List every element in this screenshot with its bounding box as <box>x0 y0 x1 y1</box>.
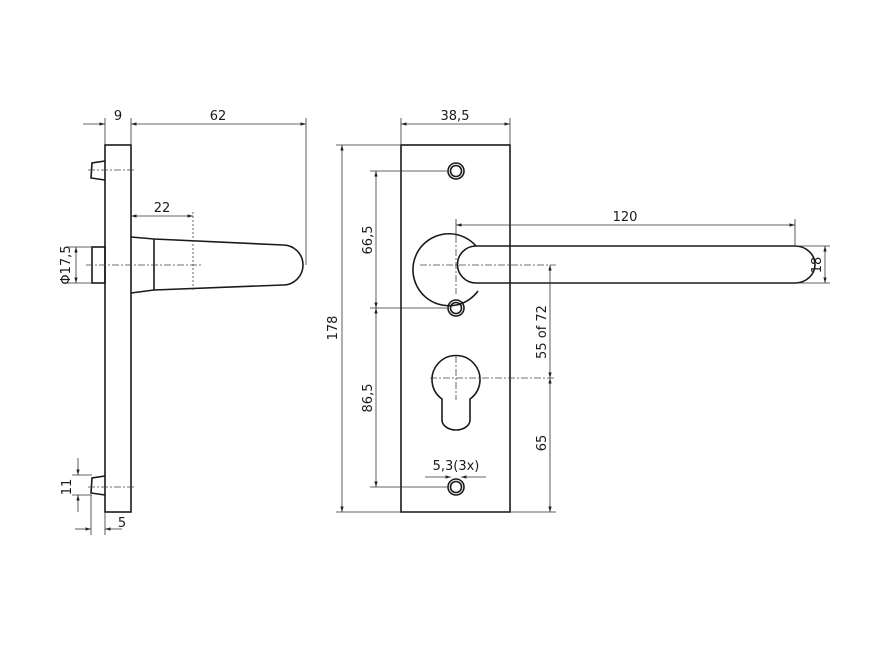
screw-hole-bottom <box>447 478 465 496</box>
cylinder-hole <box>431 354 481 431</box>
dim-lever-length: 120 <box>613 210 638 225</box>
screw-hole-middle <box>447 299 465 317</box>
dim-pin-height: 11 <box>60 479 75 496</box>
side-plate <box>104 144 132 513</box>
dim-projection: 62 <box>210 109 227 124</box>
dim-hole-size: 5,3(3x) <box>433 459 480 474</box>
screw-hole-top <box>447 162 465 180</box>
dim-neck: 22 <box>154 201 171 216</box>
dim-plate-thickness: 9 <box>114 109 122 124</box>
side-view: 9 62 22 Φ17,5 11 5 <box>59 109 307 535</box>
dim-upper-holes: 66,5 <box>361 226 376 255</box>
dim-plate-width: 38,5 <box>441 109 470 124</box>
dim-backset: 55 of 72 <box>535 305 550 359</box>
dim-rose-diameter: Φ17,5 <box>59 245 74 284</box>
dim-lower-holes: 86,5 <box>361 384 376 413</box>
lever <box>456 245 816 284</box>
bottom-pin <box>90 475 106 496</box>
dim-pin-depth: 5 <box>118 516 126 531</box>
dim-cylinder-to-bottom: 65 <box>535 435 550 452</box>
side-handle <box>130 236 304 294</box>
dim-plate-height: 178 <box>326 316 341 341</box>
dim-lever-width: 18 <box>810 257 825 274</box>
rose <box>412 232 479 307</box>
top-pin <box>90 160 106 181</box>
front-view: 38,5 178 66,5 86,5 120 18 55 of 72 65 5,… <box>326 109 830 513</box>
front-plate <box>400 144 511 513</box>
